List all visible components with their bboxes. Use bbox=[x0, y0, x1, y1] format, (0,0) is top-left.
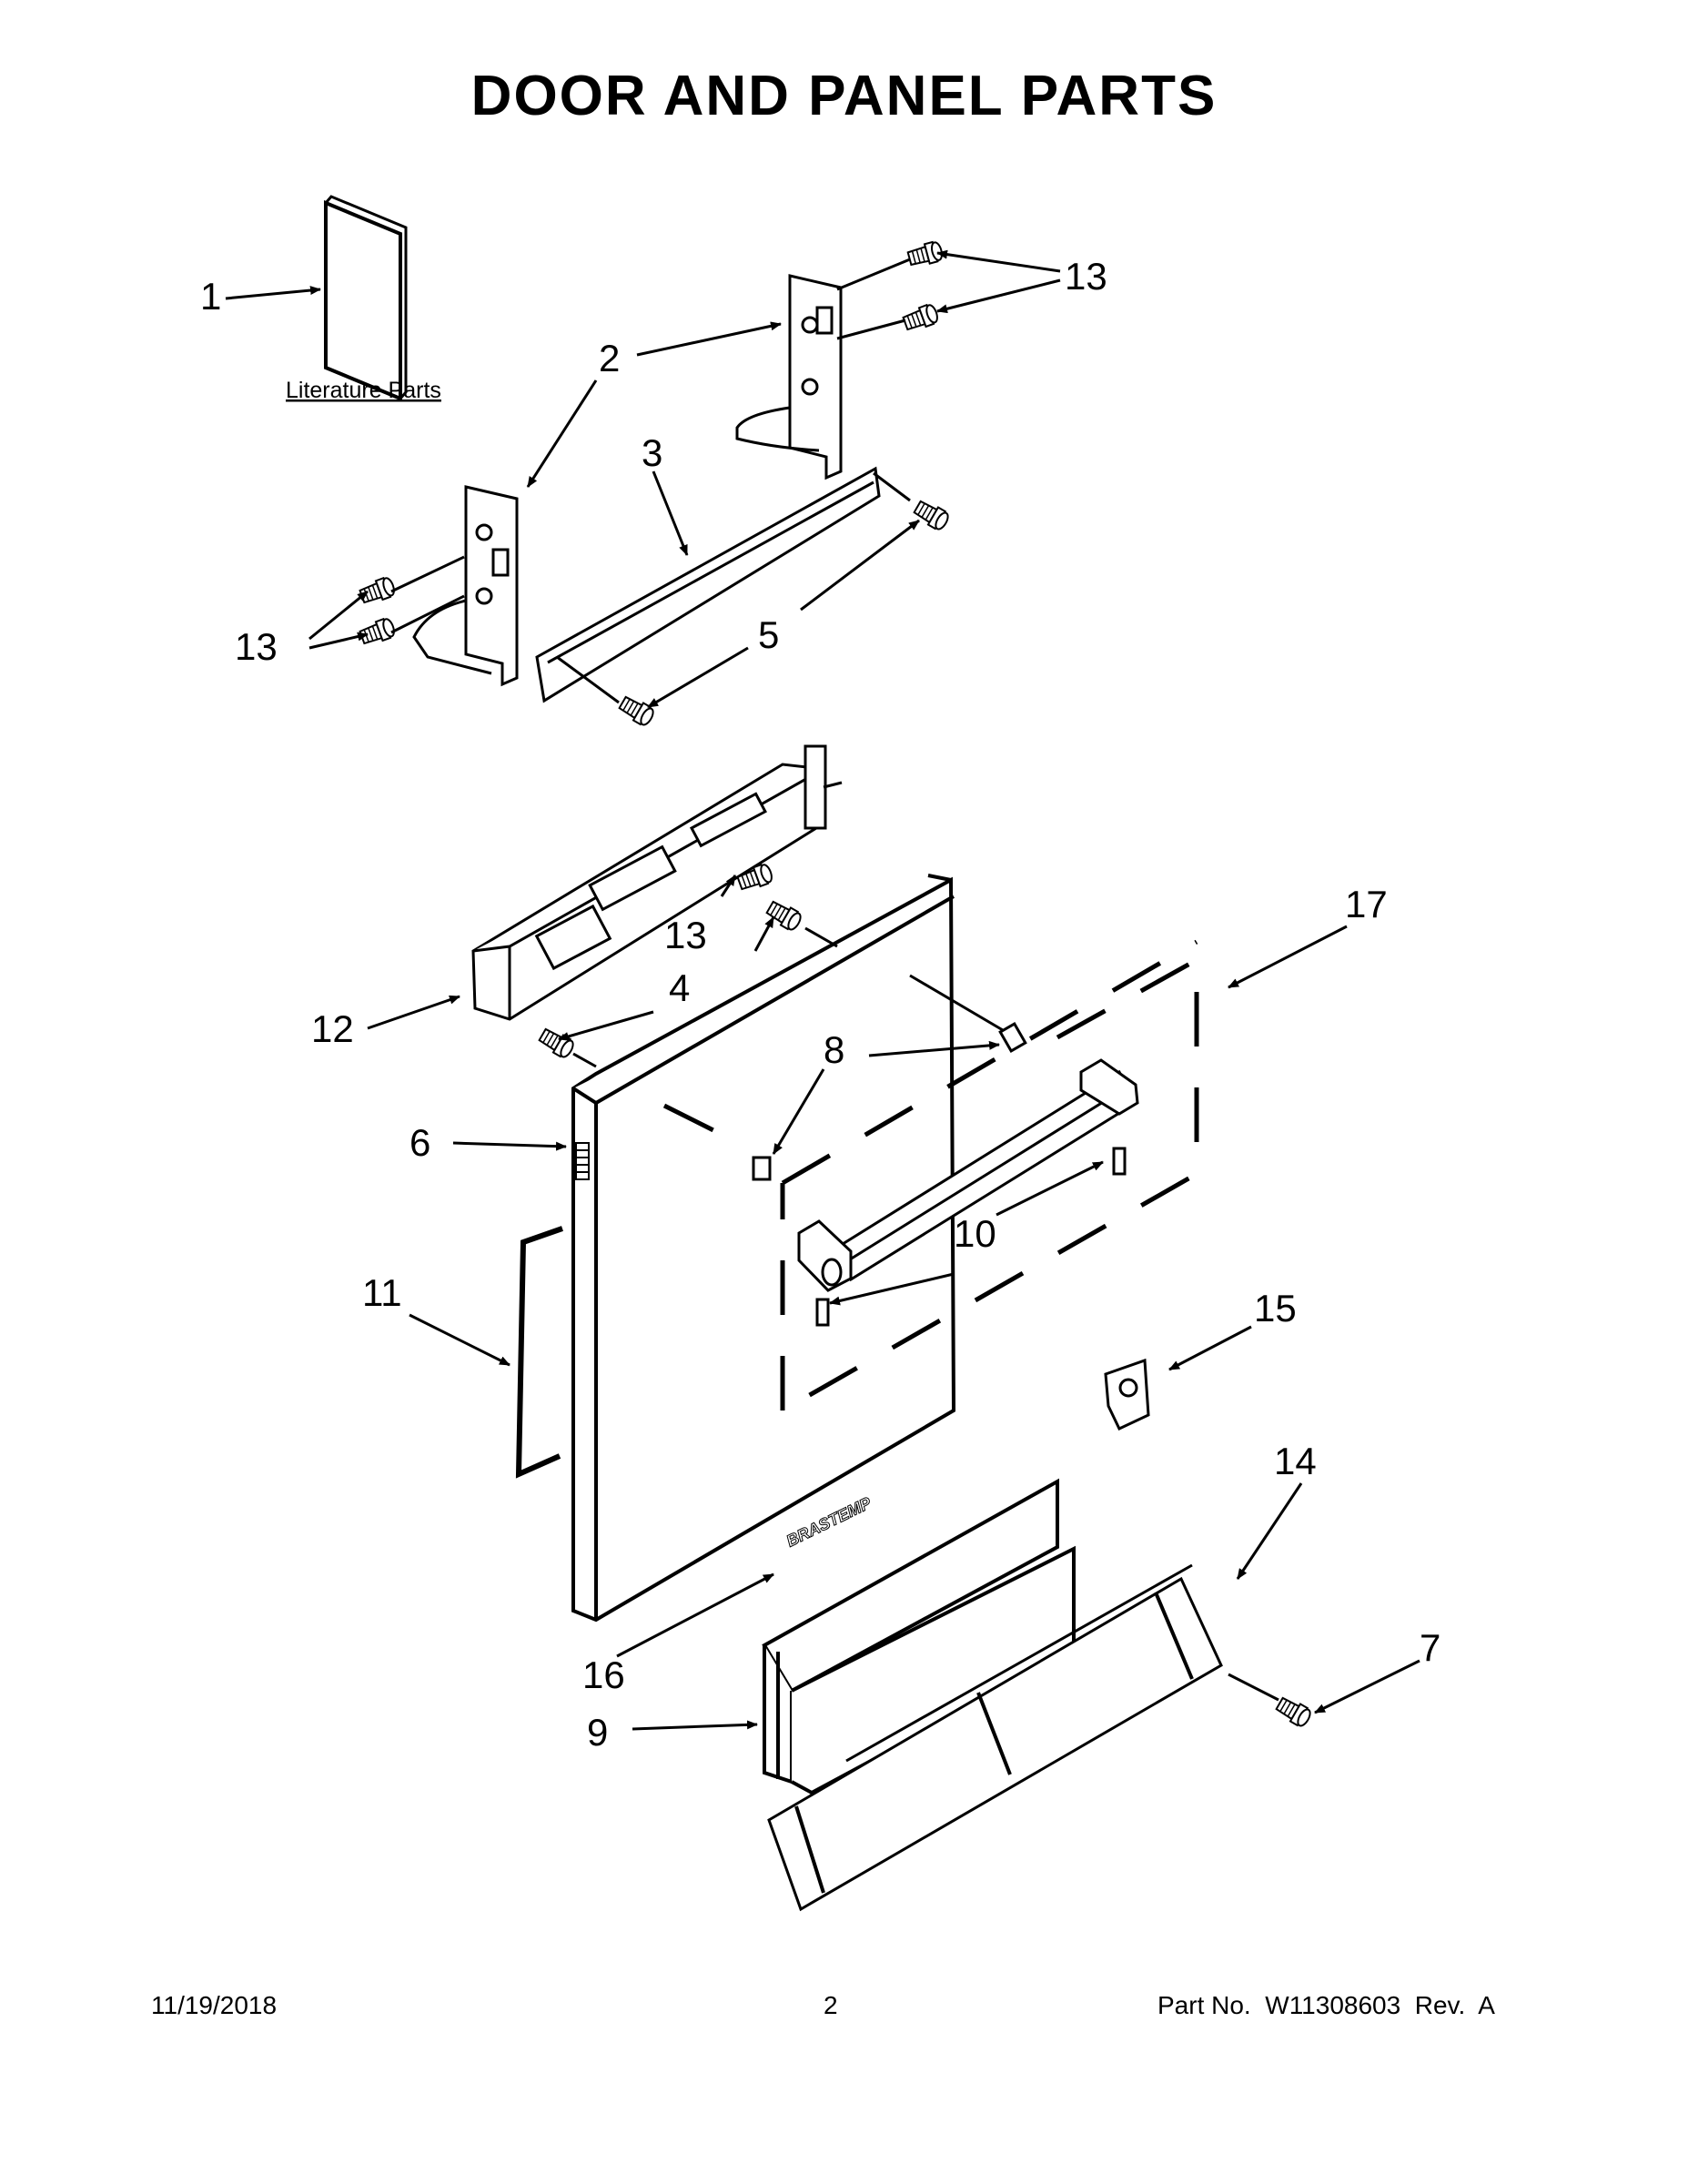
control-housing bbox=[471, 744, 843, 1021]
callout-4: 4 bbox=[669, 966, 690, 1009]
screw-13-left-lower bbox=[358, 615, 398, 648]
callout-2: 2 bbox=[599, 337, 620, 379]
literature-parts-label: Literature Parts bbox=[286, 378, 441, 403]
footer-date: 11/19/2018 bbox=[151, 1991, 278, 2019]
callout-17: 17 bbox=[1345, 883, 1388, 925]
callout-3: 3 bbox=[642, 431, 662, 474]
callout-13-top: 13 bbox=[1065, 255, 1107, 298]
callout-5: 5 bbox=[758, 613, 779, 656]
screw-5-right bbox=[911, 497, 952, 533]
callout-10: 10 bbox=[954, 1212, 996, 1255]
callout-12: 12 bbox=[311, 1007, 354, 1050]
footer-page-number: 2 bbox=[824, 1991, 838, 2019]
literature-book-icon bbox=[324, 195, 408, 401]
toe-panel bbox=[762, 1478, 1076, 1795]
callout-6: 6 bbox=[409, 1121, 430, 1164]
page-title: DOOR AND PANEL PARTS bbox=[470, 65, 1218, 127]
left-mounting-bracket bbox=[412, 485, 519, 687]
door-vent bbox=[575, 1142, 590, 1180]
mounting-clip bbox=[1104, 1358, 1150, 1431]
callout-13-middle: 13 bbox=[664, 914, 707, 956]
callout-8: 8 bbox=[824, 1028, 844, 1071]
screw-13-top-lower bbox=[901, 301, 941, 334]
screw-5-left bbox=[616, 693, 657, 729]
door-panel bbox=[571, 874, 956, 1623]
door-handle bbox=[797, 1058, 1139, 1327]
callout-13-left: 13 bbox=[235, 625, 278, 668]
screw-7 bbox=[1273, 1694, 1314, 1730]
stud-8-left bbox=[752, 1156, 772, 1181]
footer-part-number: Part No. W11308603 Rev. A bbox=[1157, 1991, 1495, 2019]
callout-9: 9 bbox=[587, 1711, 608, 1754]
stud-8-right bbox=[909, 974, 1027, 1053]
callout-7: 7 bbox=[1420, 1626, 1440, 1669]
callout-11: 11 bbox=[362, 1271, 402, 1314]
door-gasket bbox=[515, 1226, 563, 1479]
callout-1: 1 bbox=[200, 275, 221, 318]
callout-15: 15 bbox=[1254, 1287, 1297, 1330]
handle-outline-dashed bbox=[662, 939, 1199, 1413]
screw-4-right bbox=[763, 897, 804, 934]
bracket-bar bbox=[535, 466, 881, 703]
kick-plate bbox=[767, 1563, 1223, 1912]
callout-14: 14 bbox=[1274, 1440, 1317, 1482]
screw-4-left bbox=[536, 1025, 577, 1061]
screw-13-left-upper bbox=[358, 574, 398, 607]
right-mounting-bracket bbox=[735, 274, 843, 480]
callout-16: 16 bbox=[582, 1653, 625, 1696]
